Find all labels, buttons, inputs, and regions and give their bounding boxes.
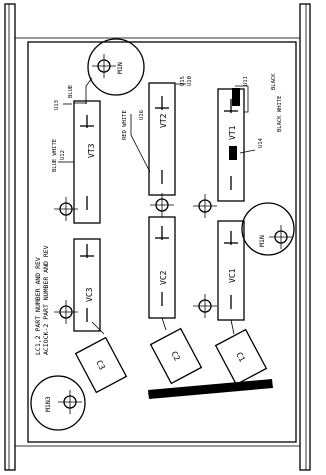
label-u11: U11 <box>243 76 249 86</box>
capacitor-c3: C3 <box>74 336 128 394</box>
module-vc3-label: VC3 <box>85 287 94 302</box>
module-vc1-label: VC1 <box>228 268 237 283</box>
mount-bottom: M1N3 <box>30 375 86 431</box>
black-wire-block-top <box>232 88 240 106</box>
capacitor-c1: C1 <box>214 328 268 386</box>
module-vc3: VC3 <box>73 238 101 332</box>
module-vc2-label: VC2 <box>159 270 168 285</box>
label-red-white: RED WHITE <box>122 110 128 140</box>
screw-vt1-left <box>193 194 217 218</box>
mount-top: M1N <box>87 38 145 96</box>
label-blue-white: BLUE WHITE <box>52 139 58 172</box>
bus-bar <box>148 379 273 399</box>
board-outline <box>27 41 297 443</box>
module-vt1: VT1 <box>217 88 245 202</box>
label-u10: U10 <box>187 76 193 86</box>
board-inner-frame <box>14 37 301 447</box>
module-vt3: VT3 <box>73 100 101 224</box>
screw-vt3-left <box>54 197 78 221</box>
wire-vt1-top <box>235 85 249 113</box>
module-vt2: VT2 <box>148 82 176 196</box>
capacitor-c2-label: C2 <box>169 350 182 363</box>
right-bracket <box>299 3 311 471</box>
capacitor-c1-label: C1 <box>234 351 247 364</box>
label-u16: U16 <box>139 110 145 120</box>
mount-top-label: M1N <box>116 62 124 74</box>
screw-center <box>150 193 174 217</box>
module-vt2-label: VT2 <box>159 113 168 128</box>
module-vt3-label: VT3 <box>87 143 96 158</box>
board-title-line1: LC1,2 PART NUMBER AND REV <box>34 257 42 355</box>
label-u14: U14 <box>258 137 264 148</box>
label-black: BLACK <box>271 73 277 90</box>
left-bracket <box>4 3 16 471</box>
module-vt1-label: VT1 <box>228 125 237 140</box>
capacitor-c2: C2 <box>149 327 203 385</box>
lead-c3 <box>91 321 105 335</box>
capacitor-c3-label: C3 <box>94 359 107 372</box>
label-u15: U15 <box>180 76 186 86</box>
mount-right: M1N <box>241 202 295 256</box>
module-vc1: VC1 <box>217 220 245 321</box>
label-black-white: BLACK WHITE <box>277 96 283 132</box>
screw-vc3-left <box>54 300 78 324</box>
wire-vt3-top <box>85 77 93 104</box>
wire-red-white <box>130 114 151 173</box>
mount-right-label: M1N <box>258 235 266 247</box>
mount-bottom-label: M1N3 <box>44 396 52 412</box>
label-blue: BLUE <box>68 85 74 98</box>
label-u12: U12 <box>60 150 66 160</box>
label-u13: U13 <box>54 100 60 110</box>
module-vc2: VC2 <box>148 216 176 319</box>
board-title-line2: ACIOCK-2 PART NUMBER AND REV <box>42 245 50 355</box>
lead-c1 <box>230 319 235 335</box>
black-wire-block-mid <box>229 146 237 160</box>
screw-vc1-left <box>193 294 217 318</box>
wire-u14 <box>239 149 256 154</box>
lead-c2 <box>161 317 167 331</box>
